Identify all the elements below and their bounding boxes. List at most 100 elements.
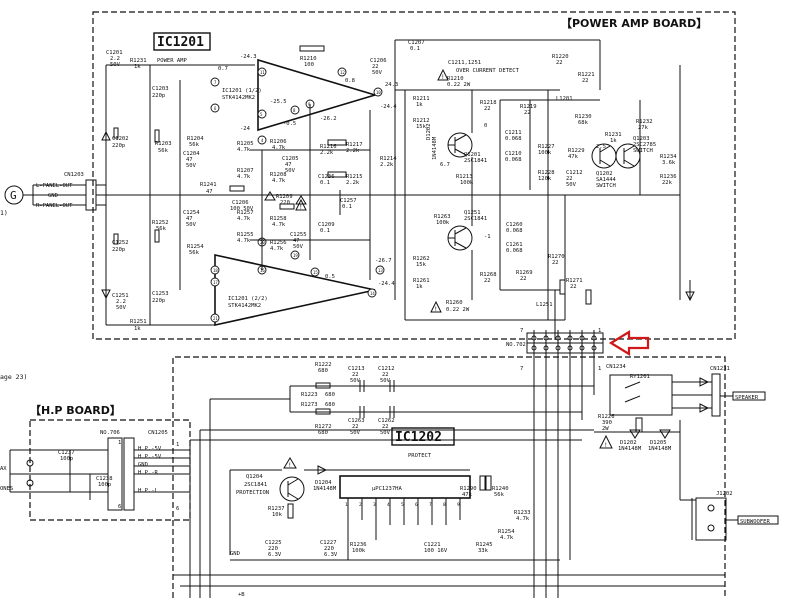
svg-text:47k: 47k (568, 154, 579, 160)
svg-text:8: 8 (443, 502, 446, 508)
svg-text:7: 7 (429, 502, 432, 508)
svg-text:21: 21 (213, 316, 218, 321)
svg-text:R1230: R1230 (575, 114, 592, 120)
svg-text:R1214: R1214 (380, 156, 397, 162)
svg-text:22: 22 (382, 372, 389, 378)
svg-text:C1237: C1237 (58, 450, 75, 456)
svg-text:4.7k: 4.7k (272, 222, 286, 228)
svg-text:Q1204: Q1204 (246, 474, 263, 480)
svg-text:1: 1 (118, 440, 121, 446)
svg-text:R1256: R1256 (270, 240, 287, 246)
svg-text:R1215: R1215 (346, 174, 363, 180)
svg-text:C1210: C1210 (505, 151, 522, 157)
svg-text:R1236: R1236 (660, 174, 677, 180)
svg-text:22: 22 (566, 176, 573, 182)
svg-text:SA1444: SA1444 (596, 177, 617, 183)
ic1201-label-box (153, 32, 211, 51)
svg-text:R1208: R1208 (270, 172, 287, 178)
svg-text:R1260: R1260 (446, 300, 463, 306)
svg-text:C1211,1251: C1211,1251 (448, 60, 481, 66)
svg-text:POWER AMP: POWER AMP (157, 58, 187, 64)
svg-text:C1204: C1204 (183, 151, 200, 157)
svg-text:μPC1237HA: μPC1237HA (372, 486, 402, 492)
svg-text:R1220: R1220 (552, 54, 569, 60)
svg-text:age 23): age 23) (0, 373, 27, 381)
svg-text:1N4148M: 1N4148M (618, 446, 642, 452)
svg-text:NO.706: NO.706 (100, 430, 120, 436)
svg-text:PROTECTION: PROTECTION (236, 490, 269, 496)
svg-text:R1219: R1219 (520, 104, 537, 110)
ry1201-relay (609, 374, 673, 416)
svg-text:!: ! (299, 204, 303, 211)
svg-text:2.2: 2.2 (110, 56, 120, 62)
svg-text:50V: 50V (116, 305, 127, 311)
svg-text:2.2k: 2.2k (346, 148, 360, 154)
svg-text:R1232: R1232 (636, 119, 653, 125)
svg-text:16: 16 (260, 268, 265, 273)
svg-text:7: 7 (214, 80, 217, 85)
svg-text:5: 5 (260, 112, 263, 117)
power-amp-board-title: 【POWER AMP BOARD】 (561, 17, 707, 30)
svg-text:C1262: C1262 (378, 418, 395, 424)
svg-text:1N4148M: 1N4148M (432, 136, 438, 160)
svg-text:-26.2: -26.2 (320, 116, 337, 122)
svg-text:R1271: R1271 (566, 278, 583, 284)
svg-text:100k: 100k (352, 548, 366, 554)
svg-text:220p: 220p (152, 93, 165, 99)
svg-text:4: 4 (261, 138, 264, 143)
svg-text:7: 7 (520, 366, 523, 372)
output-stage: C1211,1251 OVER CURRENT DETECT R1210 0.2… (295, 40, 695, 340)
svg-text:220p: 220p (112, 143, 125, 149)
svg-text:C1221: C1221 (424, 542, 441, 548)
warning-icon (437, 68, 449, 81)
svg-text:R1258: R1258 (270, 216, 287, 222)
svg-text:220p: 220p (112, 247, 125, 253)
svg-text:!: ! (604, 442, 608, 449)
svg-text:6: 6 (415, 502, 418, 508)
svg-text:-24.4: -24.4 (380, 104, 397, 110)
ic1201-bottom-triangle (214, 254, 376, 326)
svg-text:22: 22 (382, 424, 389, 430)
input-components: C1201 2.2 50V R1231 1k POWER AMP C1203 2… (101, 50, 254, 332)
svg-text:C1227: C1227 (320, 540, 337, 546)
svg-text:-1: -1 (484, 234, 491, 240)
svg-text:-24: -24 (240, 126, 251, 132)
svg-text:C1257: C1257 (340, 198, 357, 204)
svg-text:19: 19 (293, 253, 298, 258)
svg-text:C1254: C1254 (183, 210, 200, 216)
svg-text:C1206: C1206 (232, 200, 249, 206)
svg-text:0.1: 0.1 (320, 228, 330, 234)
svg-text:2SC2785: 2SC2785 (633, 142, 656, 148)
svg-text:-25.5: -25.5 (270, 99, 287, 105)
protect-board-outline (172, 356, 726, 598)
svg-text:1): 1) (0, 209, 8, 217)
svg-text:R1209: R1209 (276, 194, 293, 200)
cn1203-pin-gnd: GND (48, 193, 58, 199)
svg-text:6: 6 (176, 506, 179, 512)
svg-text:NO.702: NO.702 (506, 342, 526, 348)
svg-text:0: 0 (484, 123, 487, 129)
svg-text:J1202: J1202 (716, 491, 733, 497)
headphone-jack-contact (26, 459, 34, 467)
svg-text:D1202: D1202 (426, 123, 432, 140)
svg-text:R1236: R1236 (350, 542, 367, 548)
svg-text:8: 8 (293, 108, 296, 113)
svg-text:C1206: C1206 (370, 58, 387, 64)
svg-text:H.P.-5V: H.P.-5V (138, 454, 162, 460)
svg-text:3.6k: 3.6k (662, 160, 676, 166)
svg-text:R1262: R1262 (413, 256, 430, 262)
svg-text:C1253: C1253 (152, 291, 169, 297)
svg-text:1: 1 (598, 328, 601, 334)
cn1203-connector (85, 179, 97, 211)
svg-text:100p: 100p (98, 482, 111, 488)
arrow-down-icon (685, 291, 695, 302)
svg-text:0.1: 0.1 (410, 46, 420, 52)
svg-text:R1210: R1210 (447, 76, 464, 82)
svg-text:C1202: C1202 (112, 136, 129, 142)
svg-text:R1252: R1252 (152, 220, 169, 226)
svg-text:2SC1841: 2SC1841 (464, 158, 487, 164)
svg-text:4.7k: 4.7k (270, 246, 284, 252)
svg-text:Q1203: Q1203 (633, 136, 650, 142)
svg-text:0.068: 0.068 (505, 136, 522, 142)
svg-text:R1226: R1226 (598, 414, 615, 420)
